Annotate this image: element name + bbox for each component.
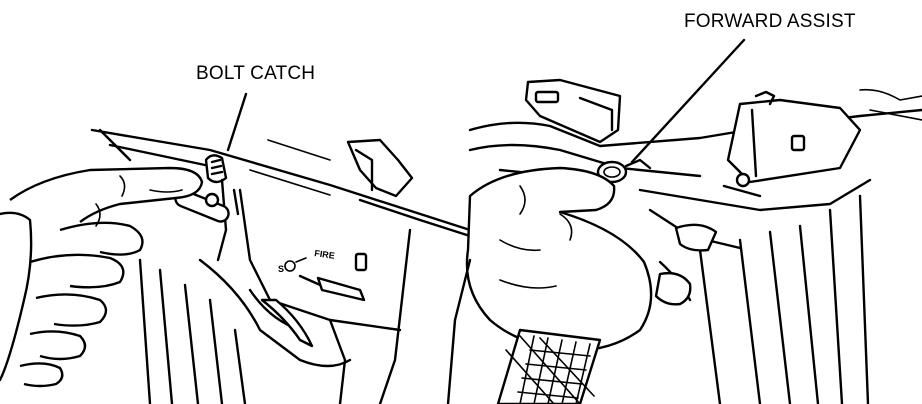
selector-safe-marking: S [278, 264, 284, 274]
bolt-catch-label: BOLT CATCH [196, 64, 315, 83]
bolt-catch-leader [228, 94, 246, 150]
forward-assist-label: FORWARD ASSIST [684, 12, 856, 31]
forward-assist-leader [632, 40, 744, 162]
selector-fire-marking: FIRE [314, 248, 336, 261]
right-panel-hand [448, 168, 690, 404]
left-panel-hand [0, 168, 202, 386]
